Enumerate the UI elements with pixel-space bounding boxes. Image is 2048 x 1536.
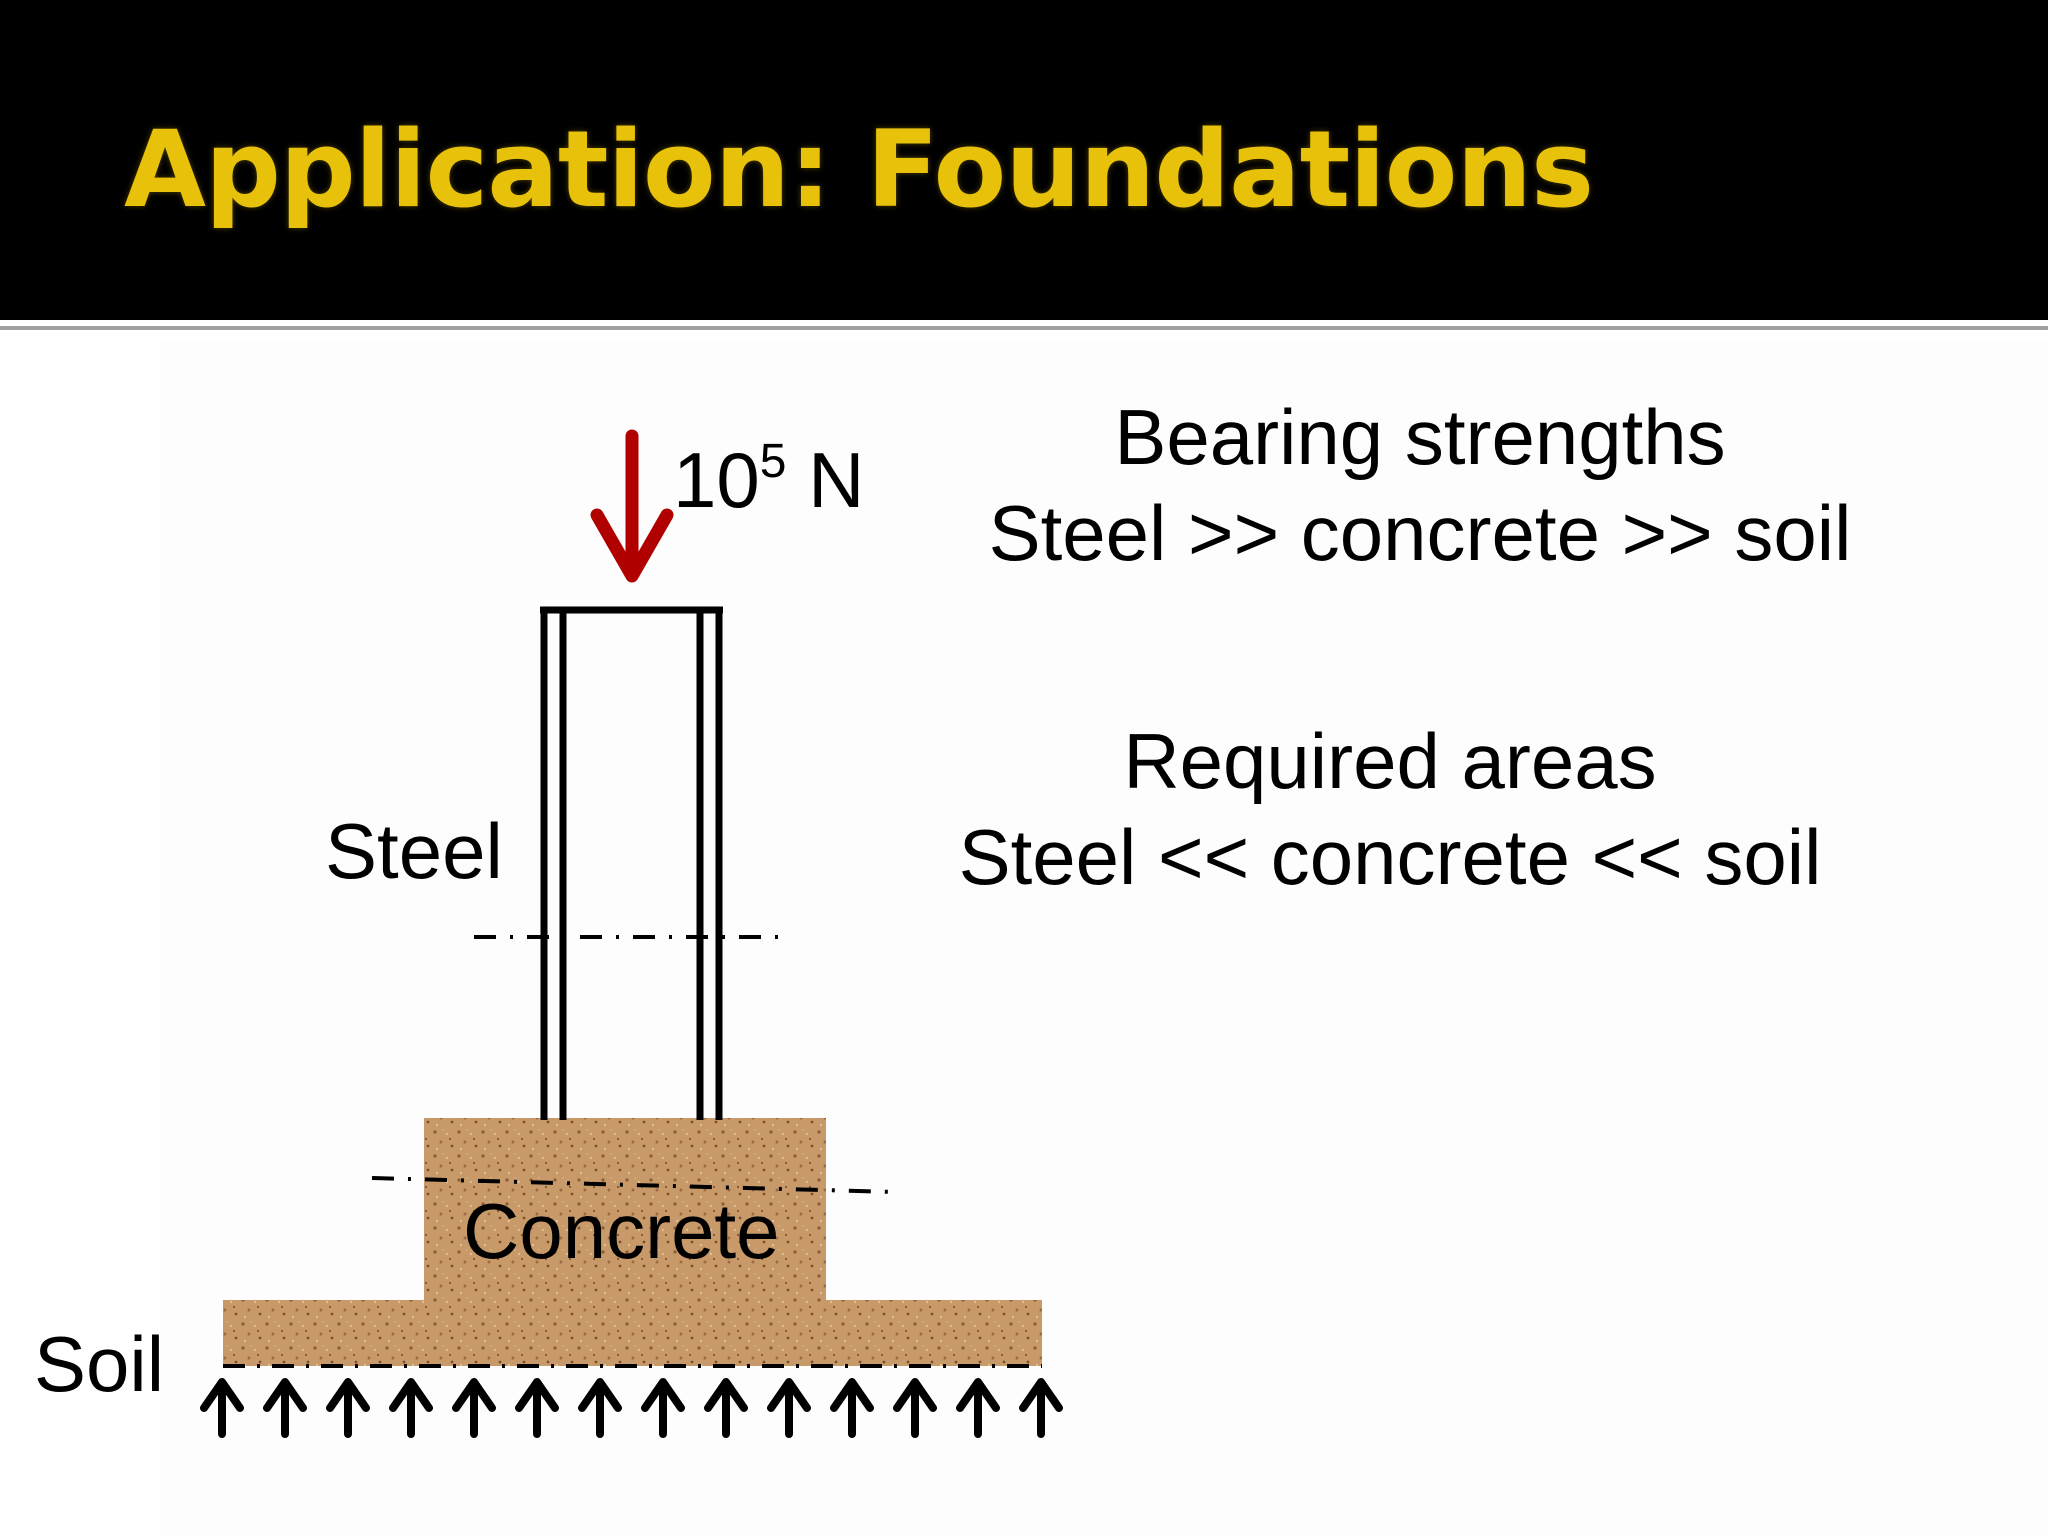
- up-arrow-icon: [200, 1378, 244, 1438]
- up-arrow-icon: [893, 1378, 937, 1438]
- steel-column: [540, 606, 723, 1120]
- title-divider: [0, 326, 2048, 330]
- load-exponent: 5: [759, 435, 787, 488]
- up-arrow-icon: [578, 1378, 622, 1438]
- concrete-label: Concrete: [463, 1187, 780, 1275]
- required-areas-order: Steel << concrete << soil: [958, 813, 1822, 901]
- soil-label: Soil: [34, 1320, 165, 1408]
- soil-reaction-arrows: [200, 1378, 1063, 1438]
- up-arrow-icon: [515, 1378, 559, 1438]
- up-arrow-icon: [830, 1378, 874, 1438]
- up-arrow-icon: [767, 1378, 811, 1438]
- bearing-strengths-order: Steel >> concrete >> soil: [988, 489, 1852, 577]
- up-arrow-icon: [263, 1378, 307, 1438]
- up-arrow-icon: [389, 1378, 433, 1438]
- load-arrow-icon: [590, 429, 674, 583]
- up-arrow-icon: [641, 1378, 685, 1438]
- required-areas-heading: Required areas: [1123, 717, 1657, 805]
- up-arrow-icon: [956, 1378, 1000, 1438]
- load-label: 105 N: [673, 435, 864, 520]
- load-base: 10: [673, 436, 760, 524]
- load-unit: N: [808, 436, 865, 524]
- up-arrow-icon: [326, 1378, 370, 1438]
- title-bar: [0, 0, 2048, 320]
- steel-label: Steel: [325, 807, 503, 895]
- up-arrow-icon: [1019, 1378, 1063, 1438]
- soil-footing-slab: [223, 1300, 1042, 1366]
- slide-title: Application: Foundations: [124, 108, 1594, 231]
- up-arrow-icon: [452, 1378, 496, 1438]
- bearing-strengths-heading: Bearing strengths: [1114, 393, 1726, 481]
- concrete-block: [424, 1118, 826, 1304]
- up-arrow-icon: [704, 1378, 748, 1438]
- concrete-section-line: [371, 1176, 896, 1194]
